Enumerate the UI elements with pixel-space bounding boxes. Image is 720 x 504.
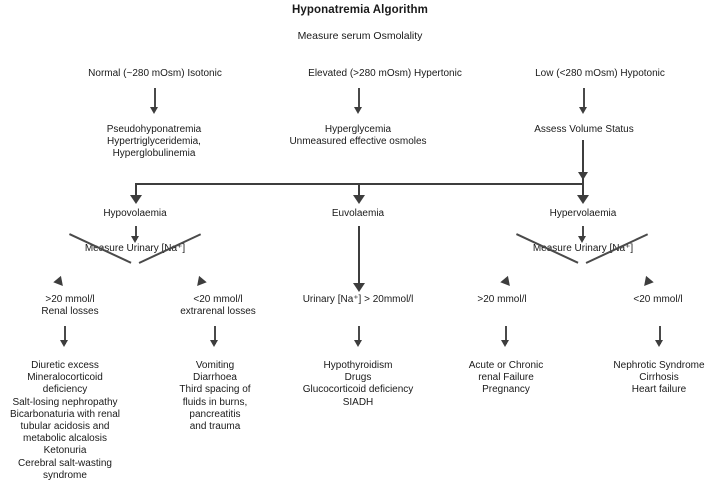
arrowhead-hypo-to-urinary-icon bbox=[131, 236, 139, 243]
arrowhead-euvolaemic-outcome-icon bbox=[354, 340, 362, 347]
threshold-hyper-lt20: <20 mmol/l bbox=[633, 294, 683, 305]
connector-hypotonic bbox=[583, 88, 585, 110]
volume-hypovolaemia: Hypovolaemia bbox=[103, 208, 167, 219]
connector-hypervolaemia bbox=[582, 183, 585, 200]
urinary-test-hypervolaemia: Measure Urinary [Na⁺] bbox=[532, 243, 634, 254]
branch-hypertonic: Elevated (>280 mOsm) Hypertonic bbox=[308, 68, 462, 79]
arrowhead-hypervolaemia-icon bbox=[577, 195, 589, 204]
threshold-renal-losses: >20 mmol/l Renal losses bbox=[41, 294, 99, 317]
outcome-euvolaemic: Hypothyroidism Drugs Glucocorticoid defi… bbox=[302, 360, 414, 408]
chart-title: Hyponatremia Algorithm bbox=[292, 4, 428, 16]
outcome-hyper-lt20: Nephrotic Syndrome Cirrhosis Heart failu… bbox=[613, 360, 705, 396]
arrowhead-volume-feed-icon bbox=[578, 172, 588, 180]
volume-hypervolaemia: Hypervolaemia bbox=[549, 208, 617, 219]
result-hyperglycemia: Hyperglycemia Unmeasured effective osmol… bbox=[289, 124, 427, 147]
arrowhead-right-split-b-icon bbox=[640, 275, 654, 290]
arrowhead-hyper-to-urinary-icon bbox=[578, 236, 586, 243]
arrowhead-isotonic-icon bbox=[150, 107, 158, 114]
outcome-extrarenal-losses: Vomiting Diarrhoea Third spacing of flui… bbox=[179, 360, 251, 432]
threshold-extrarenal-losses: <20 mmol/l extrarenal losses bbox=[180, 294, 256, 317]
connector-euvolaemia-down bbox=[358, 226, 361, 288]
chart-subtitle: Measure serum Osmolality bbox=[297, 30, 423, 42]
arrowhead-extrarenal-outcome-icon bbox=[210, 340, 218, 347]
branch-hypotonic: Low (<280 mOsm) Hypotonic bbox=[535, 68, 665, 79]
arrowhead-hypotonic-icon bbox=[579, 107, 587, 114]
outcome-renal-losses: Diuretic excess Mineralocorticoid defici… bbox=[9, 360, 121, 481]
urinary-test-hypovolaemia: Measure Urinary [Na⁺] bbox=[84, 243, 186, 254]
arrowhead-euvolaemia-icon bbox=[353, 195, 365, 204]
arrowhead-euvolaemia-down-icon bbox=[353, 283, 365, 292]
arrowhead-hypovolaemia-icon bbox=[130, 195, 142, 204]
branch-isotonic: Normal (~280 mOsm) Isotonic bbox=[88, 68, 222, 79]
threshold-euvolaemic-urinary-na: Urinary [Na⁺] > 20mmol/l bbox=[302, 294, 414, 305]
arrowhead-hyper-lt20-outcome-icon bbox=[655, 340, 663, 347]
connector-extrarenal-outcome bbox=[214, 326, 216, 344]
volume-euvolaemia: Euvolaemia bbox=[331, 208, 385, 219]
arrowhead-hyper-gt20-outcome-icon bbox=[501, 340, 509, 347]
arrowhead-renal-outcome-icon bbox=[60, 340, 68, 347]
arrowhead-right-split-a-icon bbox=[500, 275, 514, 290]
connector-hyper-gt20-outcome bbox=[505, 326, 507, 344]
connector-volume-feed bbox=[582, 140, 585, 184]
connector-hypo-to-urinary bbox=[135, 226, 137, 240]
arrowhead-hypertonic-icon bbox=[354, 107, 362, 114]
connector-renal-outcome bbox=[64, 326, 66, 344]
threshold-hyper-gt20: >20 mmol/l bbox=[477, 294, 527, 305]
connector-hyper-lt20-outcome bbox=[659, 326, 661, 344]
connector-isotonic bbox=[154, 88, 156, 110]
arrowhead-left-split-b-icon bbox=[193, 275, 207, 290]
connector-euvolaemic-outcome bbox=[358, 326, 360, 344]
connector-euvolaemia bbox=[358, 183, 361, 200]
connector-hypertonic bbox=[358, 88, 360, 110]
arrowhead-left-split-a-icon bbox=[53, 275, 67, 290]
result-pseudohyponatremia: Pseudohyponatremia Hypertriglyceridemia,… bbox=[106, 124, 202, 159]
result-assess-volume-status: Assess Volume Status bbox=[534, 124, 634, 135]
connector-hyper-to-urinary bbox=[582, 226, 584, 240]
outcome-hyper-gt20: Acute or Chronic renal Failure Pregnancy bbox=[468, 360, 544, 396]
connector-hypovolaemia bbox=[135, 183, 138, 200]
